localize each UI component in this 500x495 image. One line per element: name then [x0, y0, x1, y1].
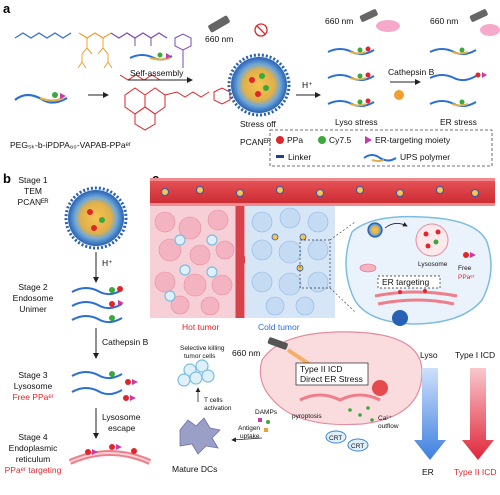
- unimer-icon: [14, 92, 68, 104]
- legend-linker: Linker: [288, 152, 311, 162]
- b-cathepsin: Cathepsin B: [102, 337, 149, 347]
- svg-text:Free PPaᵉʳ: Free PPaᵉʳ: [12, 392, 53, 402]
- er-stress-label: ER stress: [440, 117, 477, 127]
- legend-ups-swatch: [363, 154, 397, 162]
- legend-ppa: PPa: [287, 135, 303, 145]
- legend-ups: UPS polymer: [400, 152, 450, 162]
- cold-tumor-label: Cold tumor: [258, 322, 300, 332]
- lyso-label: Lyso: [420, 350, 438, 360]
- icd-box-line1: Type II ICD: [300, 364, 343, 374]
- laser-1-label: 660 nm: [205, 34, 233, 44]
- laser-c-label: 660 nm: [232, 348, 260, 358]
- svg-text:PPaᵉʳ targeting: PPaᵉʳ targeting: [5, 465, 62, 475]
- lysosome-label: Lysosome: [418, 261, 448, 268]
- er-label: ER: [422, 467, 434, 477]
- pcan-micelle: [227, 53, 291, 117]
- hot-tumor-label: Hot tumor: [182, 322, 219, 332]
- selective-label-1: Selective killing: [180, 345, 225, 352]
- icd-arrow: Type I ICD Type II ICD: [454, 350, 497, 477]
- er-targeting-label: ER targeting: [382, 277, 430, 287]
- svg-text:Stage 4: Stage 4: [18, 432, 48, 442]
- selective-label-2: tumor cells: [184, 353, 216, 360]
- legend-linker-swatch: [276, 155, 284, 158]
- zoom-cell: Lysosome Free PPaᵉʳ ER targeting: [345, 215, 492, 326]
- cold-tumor-tissue: [245, 206, 335, 318]
- legend-cy75: Cy7.5: [329, 135, 351, 145]
- stage1: Stage 1 TEM PCANᴱᴿ: [18, 175, 49, 207]
- stage4-er-membrane: [68, 444, 152, 465]
- legend-box: PPa Cy7.5 ER-targeting moiety Linker UPS…: [269, 129, 493, 167]
- polymer-name: PEG₅ₖ-b-iPDPA₈₀-VAPAB-PPaᵉʳ: [10, 140, 131, 150]
- panel-label-b: b: [3, 171, 11, 186]
- crt-label-1: CRT: [329, 435, 342, 442]
- lyso-stress-label: Lyso stress: [335, 117, 378, 127]
- immune-cycle: Selective killing tumor cells T cells ac…: [172, 345, 278, 474]
- stress-off-label: Stress off: [240, 119, 276, 129]
- stage4: Stage 4 Endoplasmic reticulum PPaᵉʳ targ…: [5, 432, 62, 475]
- panel-label-a: a: [3, 1, 11, 16]
- pcan-label: PCANᴱᴿ: [240, 137, 271, 147]
- svg-text:TEM: TEM: [24, 186, 42, 196]
- icd-box-line2: Direct ER Stress: [300, 374, 363, 384]
- t-cells-label-1: T cells: [204, 397, 223, 404]
- svg-text:Endoplasmic: Endoplasmic: [9, 443, 58, 453]
- free-ppa-label-2: PPaᵉʳ: [458, 274, 475, 281]
- antigen-label-1: Antigen: [238, 425, 260, 432]
- svg-text:Stage 3: Stage 3: [18, 370, 48, 380]
- svg-text:reticulum: reticulum: [16, 454, 50, 464]
- b-escape-1: Lysosome: [102, 412, 141, 422]
- stage3-cleaved: [71, 371, 138, 401]
- laser-3-label: 660 nm: [430, 16, 458, 26]
- legend-cy75-swatch: [318, 136, 326, 144]
- er-stress-group: 660 nm ER stress: [429, 9, 500, 127]
- ca-label-2: outflow: [378, 423, 399, 430]
- t-cells-label-2: activation: [204, 405, 232, 412]
- blood-vessel: [150, 178, 495, 206]
- h-plus-label: H⁺: [302, 80, 313, 90]
- b-escape-2: escape: [108, 423, 136, 433]
- stage1-micelle: [64, 186, 128, 250]
- self-assembly-label: Self-assembly: [130, 68, 184, 78]
- laser-2-label: 660 nm: [325, 16, 353, 26]
- cathepsin-icon: [394, 90, 404, 100]
- dying-tumor-cell: 660 nm Type II ICD Direct ER Stress Ca²⁺…: [232, 331, 423, 452]
- type-i-icd-label: Type I ICD: [455, 350, 495, 360]
- zoom-box: [299, 239, 331, 289]
- free-ppa-label-1: Free: [458, 265, 472, 272]
- polymer-structure: [14, 32, 231, 131]
- svg-text:PCANᴱᴿ: PCANᴱᴿ: [18, 197, 49, 207]
- crt-label-2: CRT: [351, 443, 364, 450]
- svg-text:Stage 2: Stage 2: [18, 282, 48, 292]
- stage2-unimers: [71, 286, 124, 324]
- b-h-plus: H⁺: [102, 258, 113, 268]
- legend-er-moiety-swatch: [365, 136, 372, 144]
- damps-label: DAMPs: [255, 409, 278, 416]
- pyroptosis-label: pyroptosis: [292, 413, 322, 420]
- self-assembly-step: Self-assembly: [128, 52, 193, 83]
- antigen-label-2: uptake: [240, 433, 260, 440]
- mature-dcs-label: Mature DCs: [172, 464, 217, 474]
- svg-text:Stage 1: Stage 1: [18, 175, 48, 185]
- cathepsin-label: Cathepsin B: [388, 67, 435, 77]
- legend-er-moiety: ER-targeting moiety: [375, 135, 451, 145]
- ca-label-1: Ca²⁺: [378, 415, 392, 422]
- hot-tumor-tissue: [150, 206, 240, 318]
- stage2: Stage 2 Endosome Unimer: [13, 282, 54, 314]
- legend-ppa-swatch: [276, 136, 284, 144]
- stage3: Stage 3 Lysosome Free PPaᵉʳ: [12, 370, 53, 402]
- laser-1: 660 nm: [205, 15, 268, 44]
- svg-text:Lysosome: Lysosome: [14, 381, 53, 391]
- dendritic-cell-icon: [179, 417, 221, 455]
- type-ii-icd-label: Type II ICD: [454, 467, 497, 477]
- lyso-stress-group: 660 nm Lyso stress: [325, 9, 400, 127]
- lyso-er-arrow: Lyso ER: [414, 350, 446, 477]
- svg-text:Unimer: Unimer: [19, 304, 47, 314]
- svg-text:Endosome: Endosome: [13, 293, 54, 303]
